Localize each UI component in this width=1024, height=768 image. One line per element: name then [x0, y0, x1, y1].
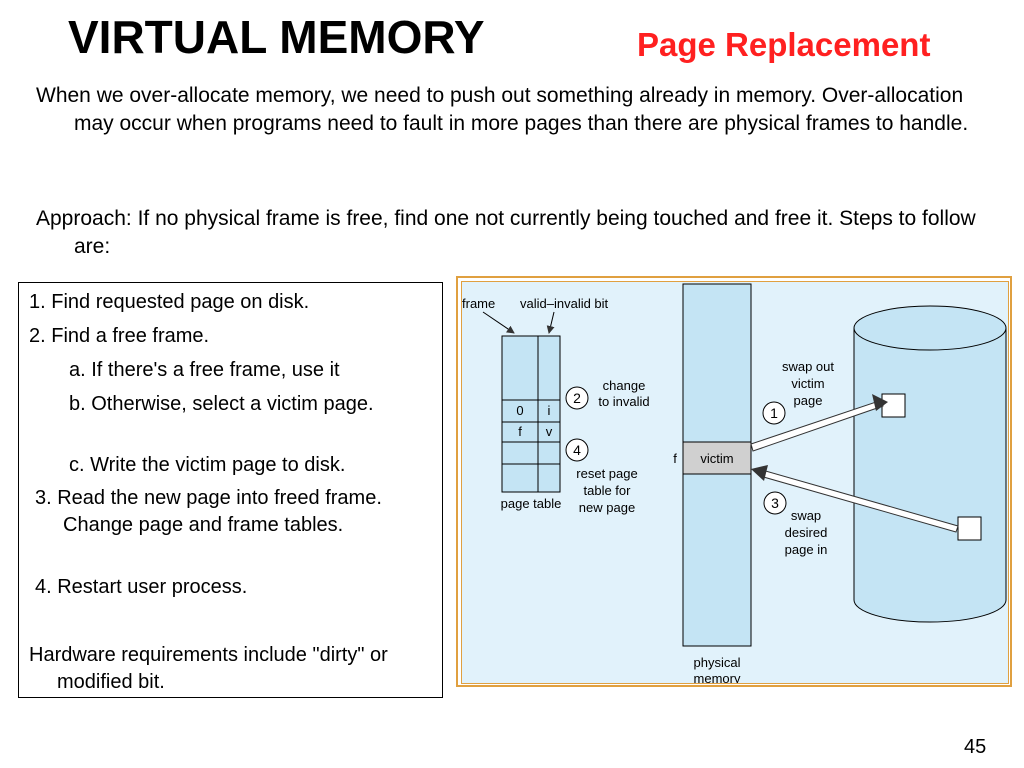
valid-bit-label: valid–invalid bit	[520, 296, 609, 311]
figure-background: frame valid–invalid bit 0 i f v page tab…	[461, 281, 1009, 686]
step-2c: c. Write the victim page to disk.	[69, 454, 346, 476]
intro-paragraph-2: Approach: If no physical frame is free, …	[36, 205, 1001, 261]
step-4-text-line3: new page	[579, 500, 635, 515]
slide-title: VIRTUAL MEMORY	[68, 11, 485, 63]
step-1: 1. Find requested page on disk.	[29, 291, 310, 313]
step-3-circle	[763, 491, 787, 515]
page-table-label: page table	[501, 496, 562, 511]
frame-label: frame	[462, 296, 495, 311]
step-1-text-line1: swap out	[782, 359, 834, 374]
step-2a: a. If there's a free frame, use it	[69, 359, 340, 381]
intro-paragraph-1: When we over-allocate memory, we need to…	[36, 82, 1001, 138]
victim-frame-f-label: f	[673, 451, 677, 466]
intro-text-1: When we over-allocate memory, we need to…	[36, 84, 969, 135]
slide-subtitle: Page Replacement	[637, 26, 931, 63]
row2-frame: f	[518, 424, 522, 439]
row1-frame: 0	[516, 403, 523, 418]
victim-frame	[682, 441, 752, 475]
intro-text-2: Approach: If no physical frame is free, …	[36, 207, 976, 258]
step-3-text-line1: swap	[791, 508, 821, 523]
step-4-text-line2: table for	[584, 483, 632, 498]
page-replacement-diagram: frame valid–invalid bit 0 i f v page tab…	[462, 283, 1007, 686]
page-number: 45	[964, 736, 987, 758]
step-2-circle	[565, 386, 589, 410]
hardware-requirements: Hardware requirements include "dirty" or…	[29, 644, 388, 693]
row2-bit: v	[546, 424, 553, 439]
step-2-text-line2: to invalid	[598, 394, 649, 409]
step-1-text-line3: page	[794, 393, 823, 408]
page-replacement-figure: frame valid–invalid bit 0 i f v page tab…	[456, 276, 1012, 687]
step-2-number: 2	[573, 390, 581, 406]
victim-label: victim	[700, 451, 733, 466]
page-table	[501, 335, 561, 493]
physical-memory-label-line1: physical	[694, 655, 741, 670]
row1-bit: i	[548, 403, 551, 418]
step-3-text-line3: page in	[785, 542, 828, 557]
frame-pointer-arrow	[482, 311, 515, 334]
swap-out-arrow	[750, 399, 884, 452]
step-4-number: 4	[573, 442, 581, 458]
disk-desired-page	[957, 516, 982, 541]
step-4-text-line1: reset page	[576, 466, 637, 481]
swap-in-arrowhead	[751, 465, 768, 481]
step-3-number: 3	[771, 495, 779, 511]
step-4: 4. Restart user process.	[35, 576, 248, 598]
step-4-circle	[565, 438, 589, 462]
valid-bit-pointer-arrow	[546, 311, 555, 334]
swap-out-arrowhead	[872, 394, 888, 411]
step-2: 2. Find a free frame.	[29, 325, 210, 347]
step-2b: b. Otherwise, select a victim page.	[69, 393, 374, 415]
step-3: 3. Read the new page into freed frame. C…	[35, 487, 382, 536]
step-1-text-line2: victim	[791, 376, 824, 391]
step-2-text-line1: change	[603, 378, 646, 393]
step-1-number: 1	[770, 405, 778, 421]
disk-victim-page	[881, 393, 906, 418]
steps-box: 1. Find requested page on disk. 2. Find …	[18, 282, 443, 698]
step-1-circle	[762, 401, 786, 425]
physical-memory-label-line2: memory	[694, 671, 741, 683]
step-3-text-line2: desired	[785, 525, 828, 540]
disk-icon	[853, 305, 1007, 623]
